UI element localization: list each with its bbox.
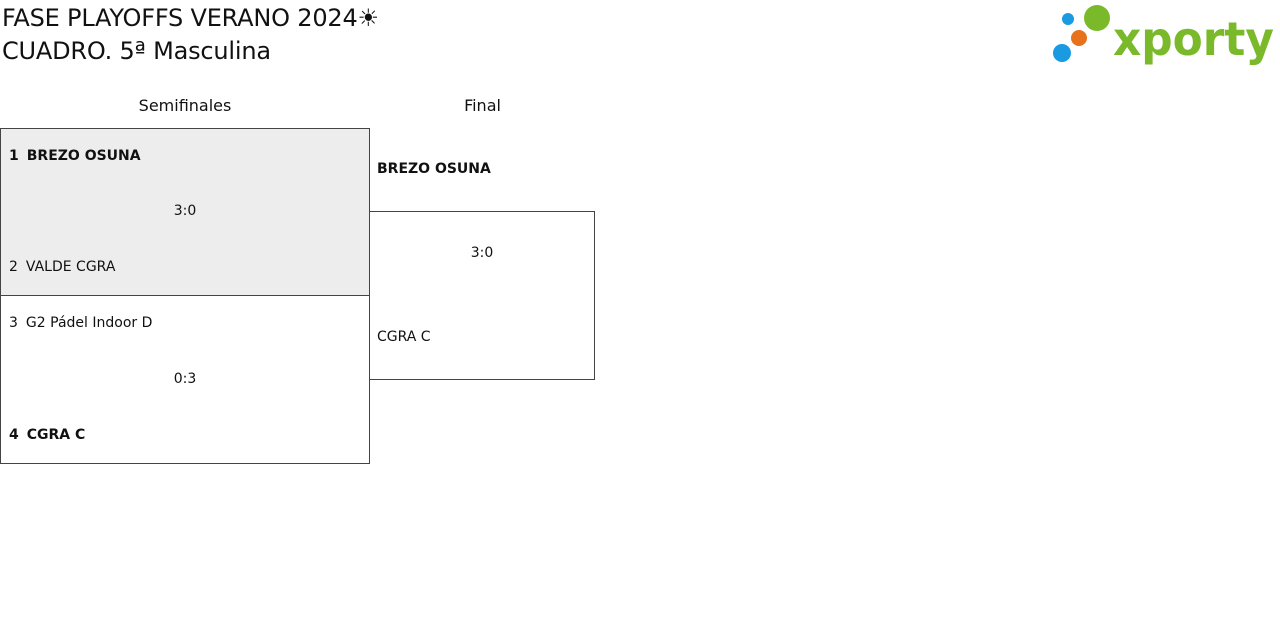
title-line-2: CUADRO. 5ª Masculina [2, 37, 271, 65]
round-header-semifinals: Semifinales [138, 96, 232, 115]
team-name: CGRA C [26, 427, 86, 443]
logo-wordmark: xporty [1113, 12, 1274, 66]
xporty-logo: xporty [1050, 4, 1276, 66]
page-title: FASE PLAYOFFS VERANO 2024☀ CUADRO. 5ª Ma… [2, 2, 379, 68]
round-header-final: Final [464, 96, 501, 115]
team-seed: 2 [9, 259, 18, 275]
semifinal-1-team-1: 1 BREZO OSUNA [9, 148, 141, 164]
title-line-1: FASE PLAYOFFS VERANO 2024☀ [2, 4, 379, 32]
final-team-2: CGRA C [377, 329, 431, 345]
semifinal-1-score: 3:0 [173, 203, 197, 219]
semifinal-2-score: 0:3 [173, 371, 197, 387]
team-name: BREZO OSUNA [26, 148, 141, 164]
team-seed: 3 [9, 315, 18, 331]
team-name: G2 Pádel Indoor D [25, 315, 153, 331]
final-score: 3:0 [470, 245, 494, 261]
final-match[interactable]: 3:0 [369, 211, 595, 380]
semifinal-match-2[interactable]: 3 G2 Pádel Indoor D 0:3 4 CGRA C [0, 295, 370, 464]
semifinal-1-team-2: 2 VALDE CGRA [9, 259, 115, 275]
semifinal-2-team-2: 4 CGRA C [9, 427, 85, 443]
logo-dot-orange [1071, 30, 1087, 46]
semifinal-match-1[interactable]: 1 BREZO OSUNA 3:0 2 VALDE CGRA [0, 128, 370, 296]
team-seed: 1 [9, 148, 19, 164]
final-team-1: BREZO OSUNA [377, 161, 491, 177]
logo-dot-blue-bottom [1053, 44, 1071, 62]
logo-dot-green [1084, 5, 1110, 31]
logo-dot-blue-top [1062, 13, 1074, 25]
xporty-logo-graphic: xporty [1053, 5, 1274, 66]
team-seed: 4 [9, 427, 19, 443]
semifinal-2-team-1: 3 G2 Pádel Indoor D [9, 315, 152, 331]
team-name: VALDE CGRA [25, 259, 116, 275]
